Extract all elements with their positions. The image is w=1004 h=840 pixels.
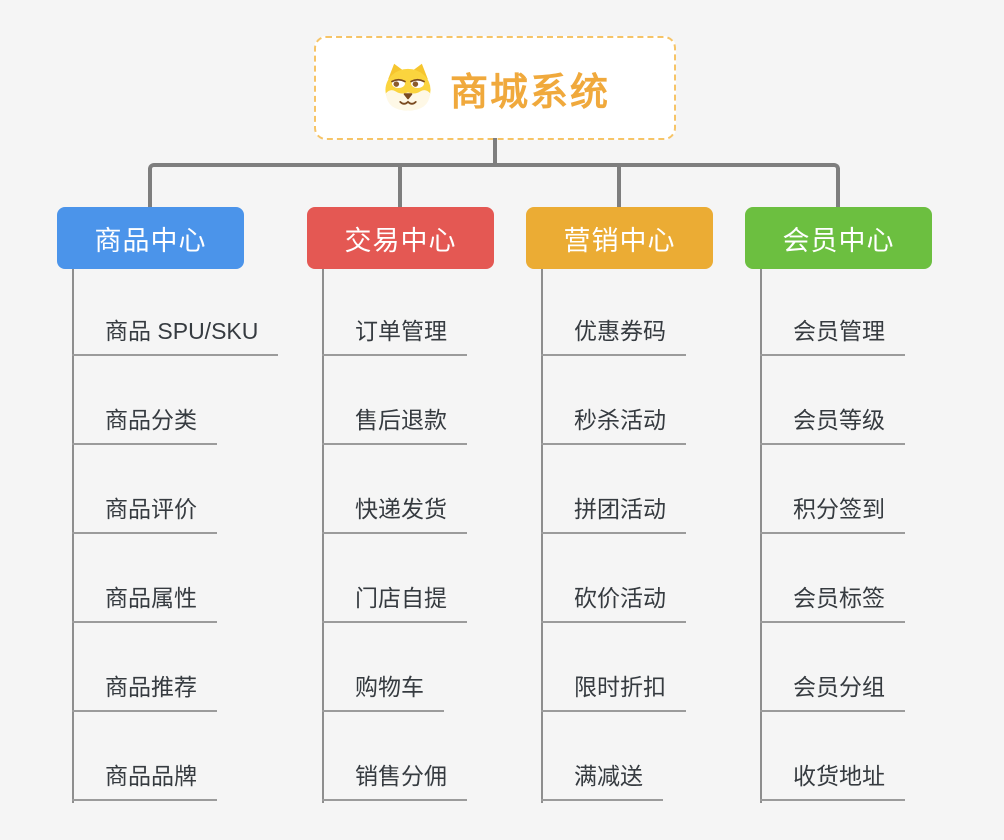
leaf-topic[interactable]: 订单管理	[322, 316, 467, 356]
leaf-topic[interactable]: 快递发货	[322, 494, 467, 534]
leaf-topic-label: 商品 SPU/SKU	[105, 318, 259, 344]
leaf-topic[interactable]: 限时折扣	[541, 672, 686, 712]
leaf-topic-label: 商品属性	[105, 585, 197, 611]
root-stem-line	[493, 138, 497, 167]
leaf-topic-label: 商品推荐	[105, 674, 197, 700]
leaf-topic[interactable]: 商品推荐	[72, 672, 217, 712]
branch-topic-label: 会员中心	[782, 225, 895, 256]
bracket-drop-line	[617, 165, 621, 207]
branch-column: 会员中心 会员管理会员等级积分签到会员标签会员分组收货地址	[745, 207, 995, 840]
leaf-topic-label: 优惠券码	[574, 318, 666, 344]
branch-column: 交易中心 订单管理售后退款快递发货门店自提购物车销售分佣	[307, 207, 557, 840]
branch-topic-label: 商品中心	[94, 225, 207, 256]
branch-connector-line	[72, 269, 74, 803]
leaf-topic-label: 秒杀活动	[574, 407, 666, 433]
leaf-topic[interactable]: 会员等级	[760, 405, 905, 445]
branch-bracket-line	[148, 163, 840, 207]
leaf-topic-label: 销售分佣	[355, 763, 447, 789]
leaf-topic-label: 会员标签	[793, 585, 885, 611]
branch-topic-label: 交易中心	[344, 225, 457, 256]
branch-topic[interactable]: 营销中心	[526, 207, 713, 269]
leaf-topic[interactable]: 收货地址	[760, 761, 905, 801]
leaf-topic-label: 商品分类	[105, 407, 197, 433]
leaf-topic-label: 购物车	[355, 674, 424, 700]
leaf-topic[interactable]: 会员管理	[760, 316, 905, 356]
leaf-topic-label: 会员管理	[793, 318, 885, 344]
leaf-topic[interactable]: 门店自提	[322, 583, 467, 623]
leaf-topic[interactable]: 优惠券码	[541, 316, 686, 356]
leaf-topic-label: 会员分组	[793, 674, 885, 700]
branch-connector-line	[541, 269, 543, 803]
leaf-topic[interactable]: 商品属性	[72, 583, 217, 623]
leaf-topic[interactable]: 商品分类	[72, 405, 217, 445]
leaf-topic[interactable]: 满减送	[541, 761, 663, 801]
leaf-topic-label: 门店自提	[355, 585, 447, 611]
leaf-topic-label: 满减送	[574, 763, 643, 789]
leaf-topic[interactable]: 商品评价	[72, 494, 217, 534]
leaf-topic[interactable]: 拼团活动	[541, 494, 686, 534]
branch-connector-line	[760, 269, 762, 803]
branch-column: 商品中心 商品 SPU/SKU 商品分类商品评价商品属性商品推荐商品品牌	[57, 207, 307, 840]
leaf-topic[interactable]: 会员标签	[760, 583, 905, 623]
root-topic[interactable]: 商城系统	[314, 36, 676, 140]
branch-topic[interactable]: 交易中心	[307, 207, 494, 269]
leaf-topic-label: 快递发货	[355, 496, 447, 522]
leaf-topic-label: 订单管理	[355, 318, 447, 344]
branch-column: 营销中心 优惠券码秒杀活动拼团活动砍价活动限时折扣满减送	[526, 207, 776, 840]
branch-topic-label: 营销中心	[563, 225, 676, 256]
bracket-drop-line	[398, 165, 402, 207]
leaf-topic-label: 收货地址	[793, 763, 885, 789]
leaf-topic-label: 积分签到	[793, 496, 885, 522]
dog-face-icon	[385, 63, 431, 111]
leaf-topic-label: 商品品牌	[105, 763, 197, 789]
leaf-topic-label: 拼团活动	[574, 496, 666, 522]
leaf-topic-label: 售后退款	[355, 407, 447, 433]
leaf-topic[interactable]: 销售分佣	[322, 761, 467, 801]
leaf-topic[interactable]: 积分签到	[760, 494, 905, 534]
leaf-topic-label: 限时折扣	[574, 674, 666, 700]
leaf-topic-label: 会员等级	[793, 407, 885, 433]
leaf-topic-label: 砍价活动	[574, 585, 666, 611]
branch-connector-line	[322, 269, 324, 803]
leaf-topic-label: 商品评价	[105, 496, 197, 522]
leaf-topic[interactable]: 购物车	[322, 672, 444, 712]
leaf-topic[interactable]: 秒杀活动	[541, 405, 686, 445]
leaf-topic[interactable]: 商品 SPU/SKU	[72, 316, 279, 356]
branch-topic[interactable]: 商品中心	[57, 207, 244, 269]
leaf-topic[interactable]: 商品品牌	[72, 761, 217, 801]
root-topic-label: 商城系统	[449, 71, 610, 114]
leaf-topic[interactable]: 砍价活动	[541, 583, 686, 623]
branch-topic[interactable]: 会员中心	[745, 207, 932, 269]
leaf-topic[interactable]: 会员分组	[760, 672, 905, 712]
leaf-topic[interactable]: 售后退款	[322, 405, 467, 445]
